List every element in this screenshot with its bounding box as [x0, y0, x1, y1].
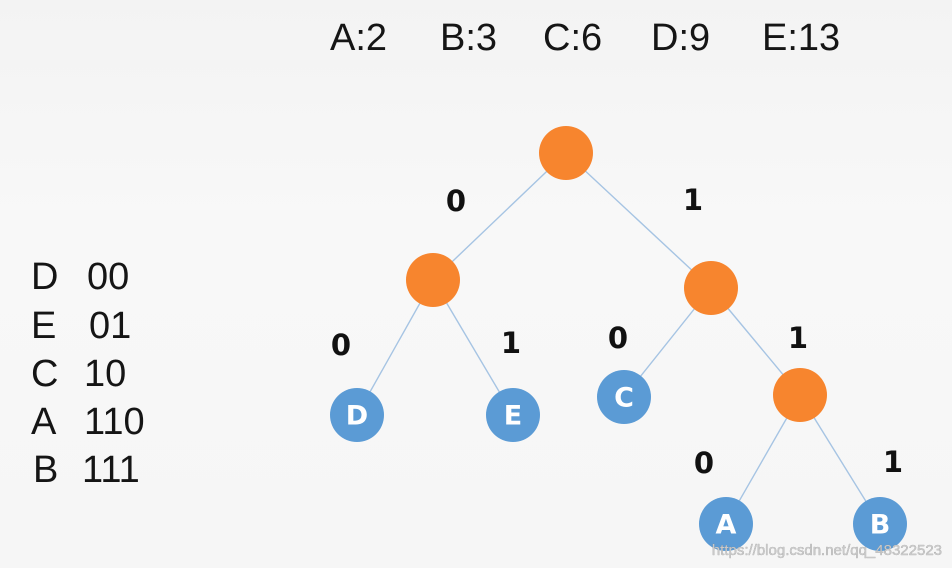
internal-nodes — [406, 126, 827, 422]
frequency-label-d: D:9 — [651, 17, 710, 59]
leaf-node-e: E — [486, 388, 540, 442]
code-symbol: E — [31, 305, 56, 347]
code-row-d: D 00 — [31, 256, 129, 298]
leaf-node-d: D — [330, 388, 384, 442]
edge-bit-inner-b: 1 — [883, 445, 903, 479]
edge-bit-labels: 0 1 0 1 0 1 0 1 — [331, 183, 903, 480]
edge-bit-root-left: 0 — [446, 184, 466, 218]
code-row-c: C 10 — [31, 353, 126, 395]
code-value: 01 — [89, 305, 131, 347]
leaf-circle — [486, 388, 540, 442]
code-row-e: E 01 — [31, 305, 131, 347]
edge-root-left — [432, 152, 567, 281]
internal-node-left — [406, 253, 460, 307]
leaf-circle — [699, 497, 753, 551]
code-value: 111 — [82, 449, 140, 491]
edge-root-right — [565, 152, 712, 289]
leaf-node-b: B — [853, 497, 907, 551]
code-table: D 00 E 01 C 10 A 110 B 111 — [31, 256, 145, 491]
leaf-label: D — [346, 401, 368, 432]
leaf-label: A — [716, 510, 737, 541]
edge-bit-inner-a: 0 — [694, 446, 714, 480]
leaf-circle — [597, 370, 651, 424]
leaf-node-c: C — [597, 370, 651, 424]
edge-bit-left-d: 0 — [331, 328, 351, 362]
frequency-label-b: B:3 — [440, 17, 497, 59]
internal-node-inner — [773, 368, 827, 422]
leaf-circle — [330, 388, 384, 442]
leaf-nodes: D E C A B — [330, 370, 907, 551]
frequency-label-e: E:13 — [762, 17, 840, 59]
code-value: 10 — [84, 353, 126, 395]
code-symbol: D — [31, 256, 58, 298]
code-symbol: A — [31, 401, 57, 443]
code-symbol: B — [33, 449, 58, 491]
code-row-b: B 111 — [33, 449, 140, 491]
code-symbol: C — [31, 353, 58, 395]
frequency-label-c: C:6 — [543, 17, 602, 59]
leaf-label: C — [614, 383, 634, 414]
frequency-label-a: A:2 — [330, 17, 387, 59]
edge-bit-right-c: 0 — [608, 321, 628, 355]
leaf-circle — [853, 497, 907, 551]
code-value: 00 — [87, 256, 129, 298]
leaf-label: E — [504, 401, 522, 432]
edge-bit-root-right: 1 — [683, 183, 703, 217]
frequency-list: A:2 B:3 C:6 D:9 E:13 — [330, 17, 840, 59]
code-row-a: A 110 — [31, 401, 145, 443]
watermark-text: https://blog.csdn.net/qq_48322523 — [712, 542, 942, 559]
edge-bit-right-inner: 1 — [788, 321, 808, 355]
code-value: 110 — [84, 401, 145, 443]
edge-bit-left-e: 1 — [501, 326, 521, 360]
leaf-node-a: A — [699, 497, 753, 551]
leaf-label: B — [870, 510, 891, 541]
internal-node-root — [539, 126, 593, 180]
internal-node-right — [684, 261, 738, 315]
